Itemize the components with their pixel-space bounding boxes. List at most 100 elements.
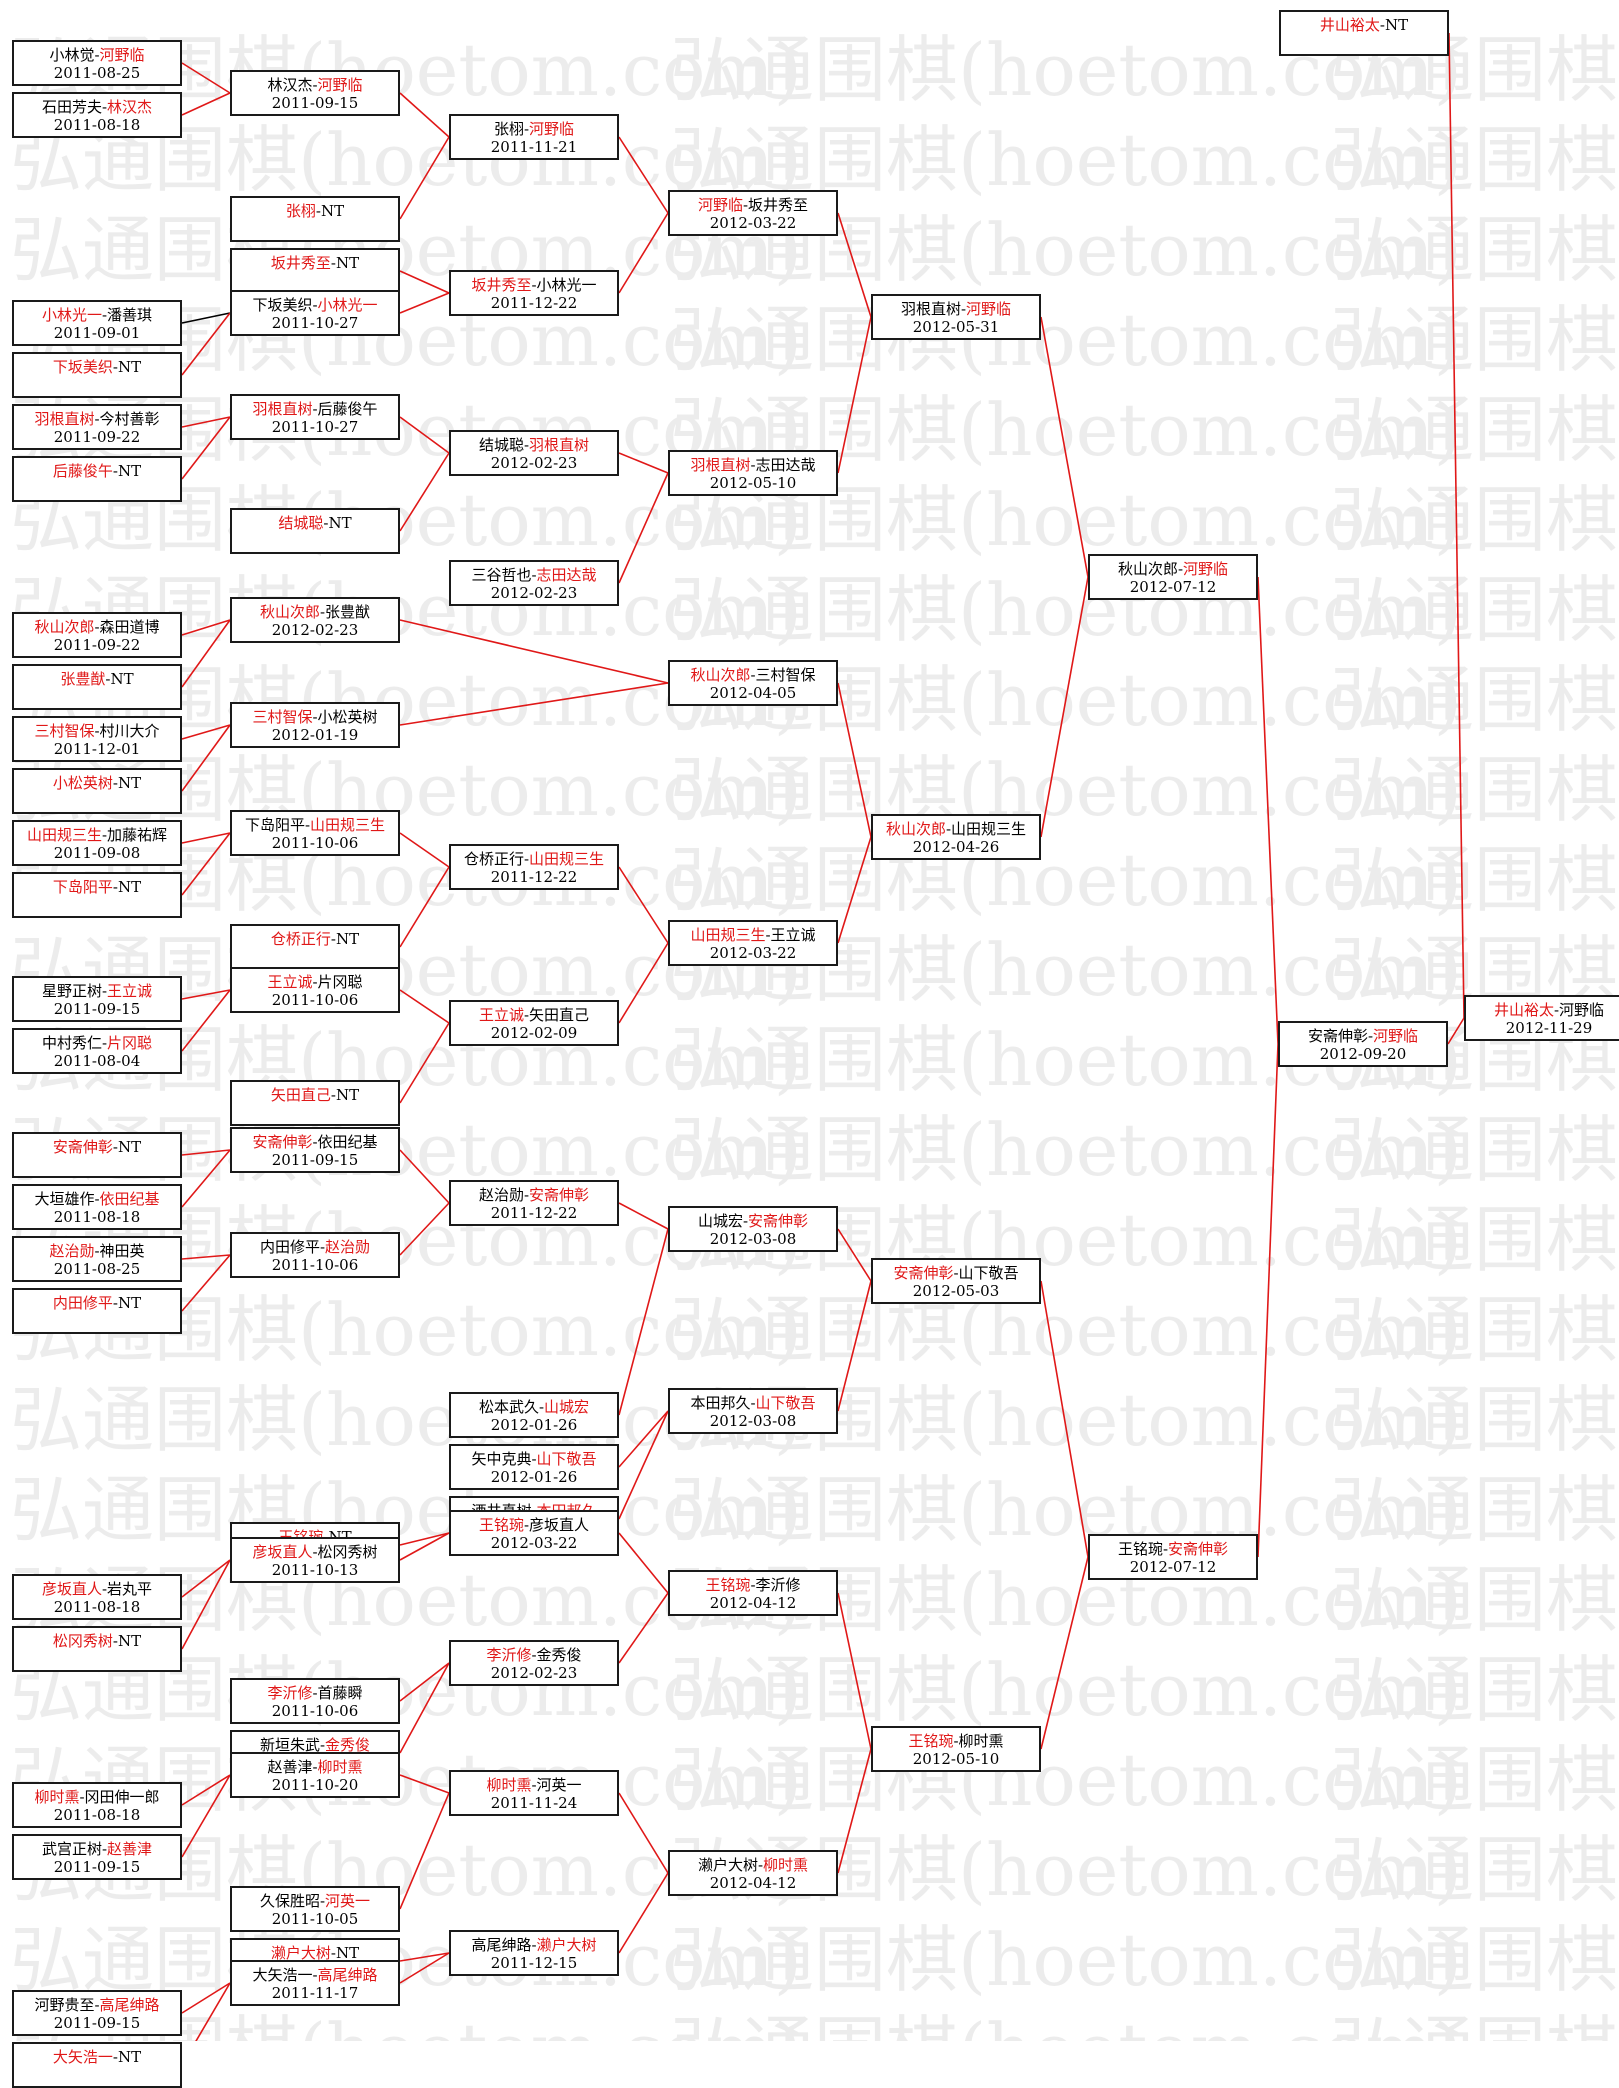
bracket-connector <box>181 989 231 1052</box>
bracket-connector <box>181 1149 231 1156</box>
match-players: 石田芳夫-林汉杰 <box>14 98 180 116</box>
bracket-connector <box>181 1559 231 1650</box>
match-players: 下岛阳平-NT <box>14 878 180 896</box>
player-two: 今村善彰 <box>99 410 160 428</box>
bracket-connector <box>181 1774 231 1858</box>
player-two: 河野临 <box>99 46 145 64</box>
versus-dash: - <box>312 296 318 314</box>
bracket-connector <box>618 942 669 1024</box>
player-one: 松本武久 <box>478 1398 539 1416</box>
versus-dash: - <box>523 436 530 454</box>
match-date: 2012-02-23 <box>490 584 578 602</box>
match-players: 坂井秀至-NT <box>232 254 398 272</box>
bracket-connector <box>837 1748 872 1874</box>
versus-dash: - <box>112 1138 118 1156</box>
versus-dash: - <box>1553 1001 1560 1019</box>
player-two: NT <box>117 774 142 792</box>
bracket-connector <box>399 1532 450 1561</box>
bracket-connector <box>181 832 231 844</box>
match-players: 濑户大树-柳时熏 <box>670 1856 836 1874</box>
match-date: 2011-09-01 <box>53 324 141 342</box>
match-box: 后藤俊午-NT <box>12 456 182 502</box>
versus-dash: - <box>312 1758 318 1776</box>
match-players: 大垣雄作-依田纪基 <box>14 1190 180 1208</box>
match-date: 2011-09-15 <box>53 2014 141 2032</box>
player-one: 井山裕太 <box>1493 1001 1554 1019</box>
match-date: 2012-07-12 <box>1129 1558 1217 1576</box>
player-one: 三村智保 <box>34 722 95 740</box>
match-players: 赵治勋-神田英 <box>14 1242 180 1260</box>
match-date: 2011-10-05 <box>271 1910 359 1928</box>
bracket-connector <box>399 619 669 684</box>
match-players: 彦坂直人-岩丸平 <box>14 1580 180 1598</box>
match-players: 彦坂直人-松冈秀树 <box>232 1543 398 1561</box>
versus-dash: - <box>945 820 952 838</box>
match-players: 三村智保-村川大介 <box>14 722 180 740</box>
versus-dash: - <box>79 1788 85 1806</box>
versus-dash: - <box>112 878 118 896</box>
player-two: 安斋伸彰 <box>748 1212 809 1230</box>
player-two: 小松英树 <box>317 708 378 726</box>
match-players: 星野正树-王立诚 <box>14 982 180 1000</box>
player-one: 本田邦久 <box>690 1394 751 1412</box>
bracket-connector <box>837 1592 872 1750</box>
bracket-connector <box>618 1592 669 1664</box>
player-one: 王铭琬 <box>478 1516 524 1534</box>
versus-dash: - <box>105 670 111 688</box>
versus-dash: - <box>101 1580 108 1598</box>
player-one: 张豊猷 <box>60 670 106 688</box>
bracket-connector <box>837 836 872 944</box>
player-two: NT <box>117 2048 142 2066</box>
match-players: 柳时熏-河英一 <box>451 1776 617 1794</box>
player-one: 高尾绅路 <box>471 1936 532 1954</box>
watermark-text: 弘通围棋(hoetom.com) <box>1330 1198 1619 1282</box>
match-date: 2011-10-27 <box>271 314 359 332</box>
versus-dash: - <box>330 254 336 272</box>
player-two: 矢田直己 <box>529 1006 590 1024</box>
bracket-connector <box>618 1228 669 1416</box>
player-two: NT <box>335 1944 360 1962</box>
versus-dash: - <box>1177 560 1184 578</box>
match-date: 2012-03-08 <box>709 1230 797 1248</box>
match-date: 2011-11-24 <box>490 1794 578 1812</box>
match-players: 大矢浩一-高尾绅路 <box>232 1966 398 1984</box>
match-box: 小松英树-NT <box>12 768 182 814</box>
versus-dash: - <box>538 1398 545 1416</box>
player-one: 张栩 <box>285 202 316 220</box>
match-date: 2012-03-22 <box>490 1534 578 1552</box>
bracket-connector <box>399 1792 450 1910</box>
watermark-text: 弘通围棋(hoetom.com) <box>1330 388 1619 472</box>
bracket-connector <box>181 989 231 1000</box>
player-two: 河野临 <box>966 300 1012 318</box>
player-one: 矢田直己 <box>270 1086 331 1104</box>
match-date: 2011-10-06 <box>271 1256 359 1274</box>
bracket-connector <box>837 682 872 838</box>
bracket-connector <box>837 1228 872 1282</box>
versus-dash: - <box>750 666 756 684</box>
player-two: NT <box>117 358 142 376</box>
match-box: 大矢浩一-NT <box>12 2042 182 2088</box>
player-one: 井山裕太 <box>1319 16 1380 34</box>
bracket-connector <box>1040 316 1089 578</box>
match-players: 秋山次郎-山田规三生 <box>873 820 1039 838</box>
player-two: 小林光一 <box>317 296 378 314</box>
match-date: 2011-08-25 <box>53 1260 141 1278</box>
bracket-connector <box>618 452 669 474</box>
bracket-connector <box>1257 1043 1279 1558</box>
versus-dash: - <box>312 400 318 418</box>
versus-dash: - <box>523 1006 530 1024</box>
